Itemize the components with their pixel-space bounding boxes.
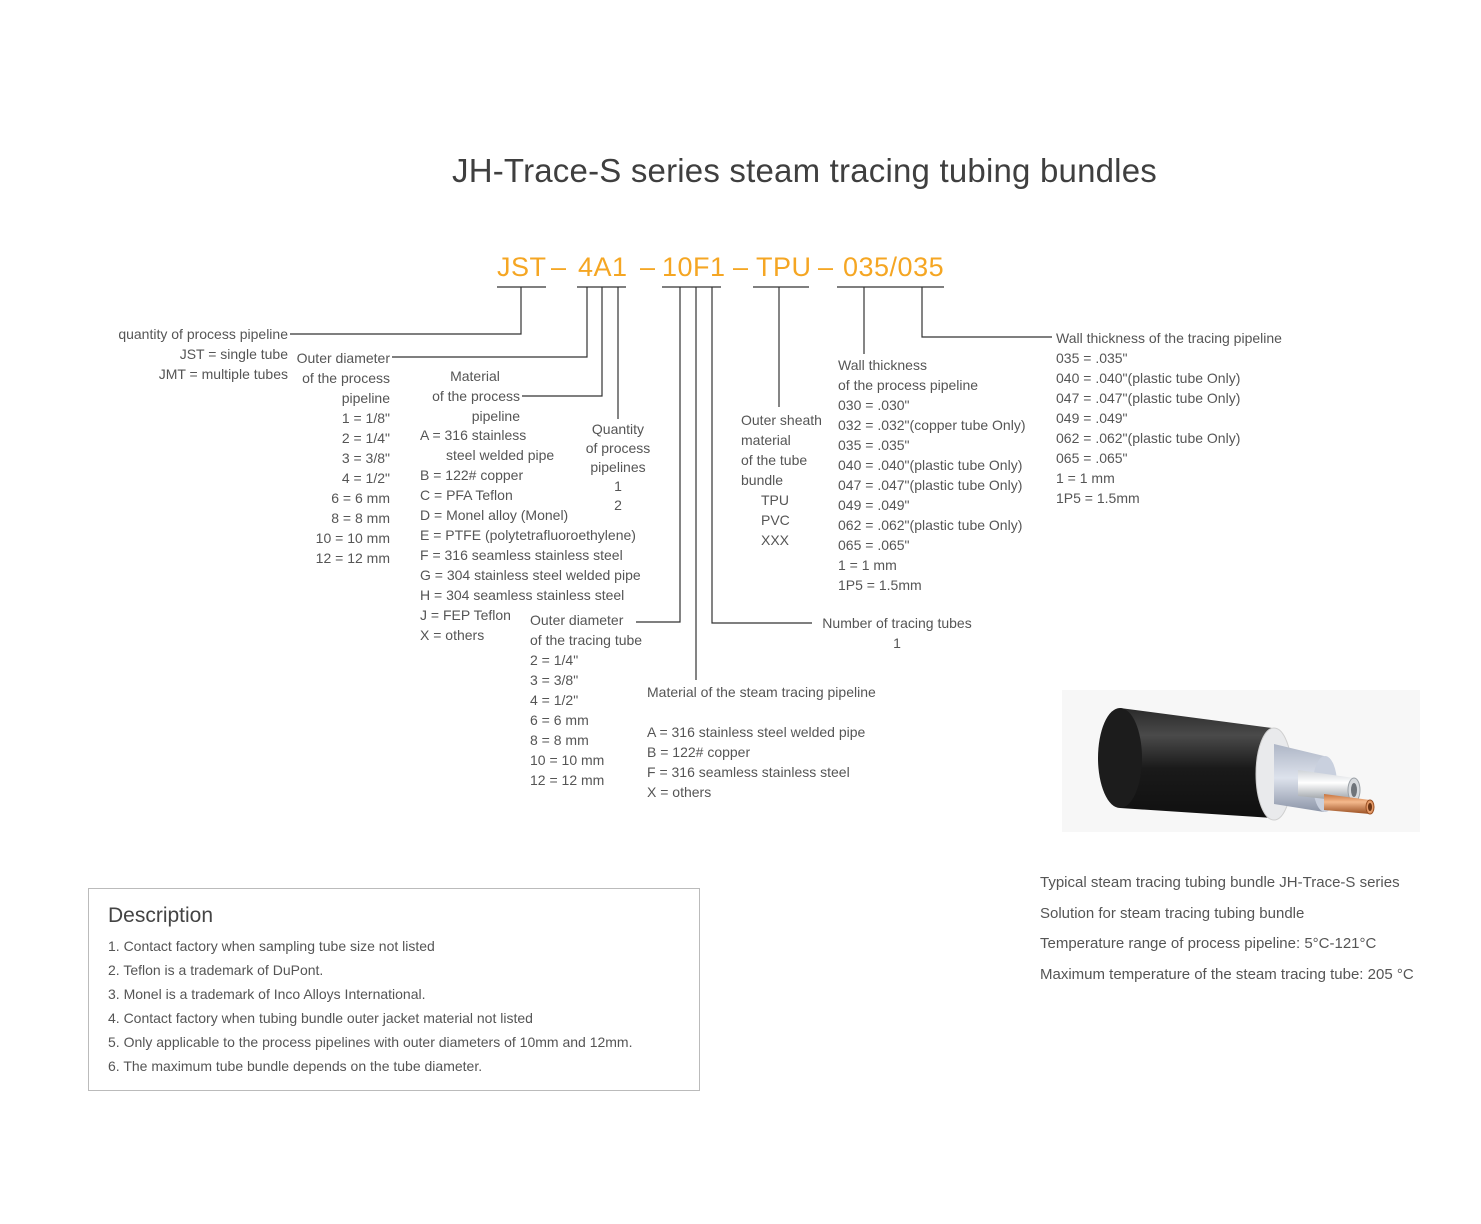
label-material-steam-items: A = 316 stainless steel welded pipe B = …: [647, 724, 866, 800]
description-item: 1. Contact factory when sampling tube si…: [108, 938, 435, 954]
label-material-process-heading: Material of the process pipeline: [432, 368, 520, 424]
label-wall-thickness-process: Wall thickness of the process pipeline 0…: [838, 357, 1026, 593]
product-caption: Typical steam tracing tubing bundle JH-T…: [1040, 874, 1414, 983]
connector-outer-process: [392, 287, 588, 358]
label-quantity-process: Quantity of process pipelines 1 2: [585, 421, 651, 513]
tubing-bundle-image: [1062, 690, 1420, 832]
label-material-steam-heading: Material of the steam tracing pipeline: [647, 684, 876, 700]
label-number-tracing: Number of tracing tubes 1: [822, 615, 972, 651]
code-segment-tpu: TPU: [756, 252, 812, 282]
description-item: 2. Teflon is a trademark of DuPont.: [108, 962, 324, 978]
code-segment-wall: 035/035: [843, 252, 945, 282]
code-dash: –: [733, 252, 749, 282]
code-dash: –: [551, 252, 567, 282]
connector-wall-tracing: [921, 287, 1052, 338]
code-segment-4a1: 4A1: [578, 252, 628, 282]
connector-outer-tracing: [636, 287, 681, 623]
connector-material-process: [522, 287, 603, 397]
page-title: JH-Trace-S series steam tracing tubing b…: [452, 152, 1157, 189]
label-wall-thickness-tracing: Wall thickness of the tracing pipeline 0…: [1056, 330, 1282, 506]
label-outer-diameter-process: Outer diameter of the process pipeline 1…: [296, 350, 390, 566]
connector-number-tracing: [711, 287, 812, 624]
label-quantity-pipeline: quantity of process pipeline JST = singl…: [118, 326, 288, 382]
code-dash: –: [818, 252, 834, 282]
description-item: 4. Contact factory when tubing bundle ou…: [108, 1010, 533, 1026]
label-outer-sheath: Outer sheath material of the tube bundle…: [741, 412, 822, 548]
code-dash: –: [640, 252, 656, 282]
description-item: 5. Only applicable to the process pipeli…: [108, 1034, 633, 1050]
description-box: [88, 888, 700, 1091]
code-segment-10f1: 10F1: [662, 252, 726, 282]
description-item: 6. The maximum tube bundle depends on th…: [108, 1058, 483, 1074]
label-outer-diameter-tracing: Outer diameter of the tracing tube 2 = 1…: [530, 612, 643, 788]
connector-quantity: [290, 287, 522, 335]
code-segment-jst: JST: [497, 252, 547, 282]
description-title: Description: [108, 904, 214, 927]
label-material-process-items: A = 316 stainless steel welded pipe B = …: [420, 427, 641, 643]
description-list: 1. Contact factory when sampling tube si…: [108, 934, 633, 1078]
description-item: 3. Monel is a trademark of Inco Alloys I…: [108, 986, 426, 1002]
